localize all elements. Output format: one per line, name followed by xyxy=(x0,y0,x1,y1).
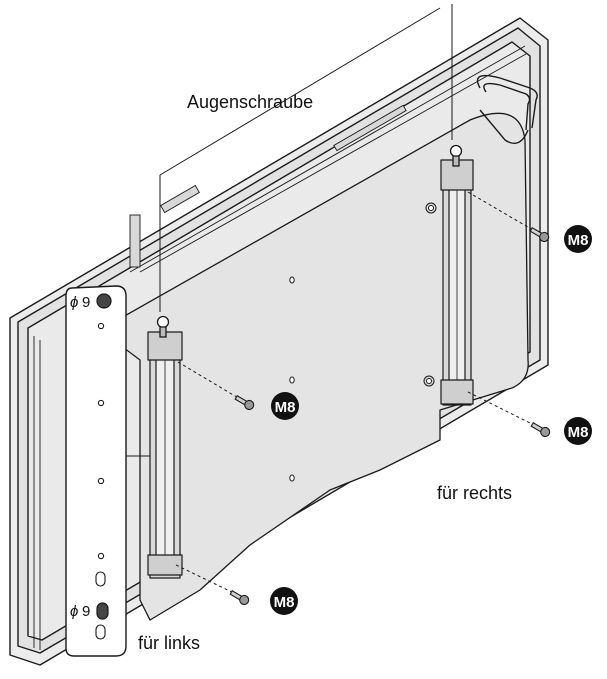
hole-9mm-bottom xyxy=(96,602,109,620)
bracket-detail xyxy=(65,285,127,657)
m8-label-1: M8 xyxy=(275,399,296,416)
diameter-symbol-top: ϕ xyxy=(70,294,78,311)
eye-bolt-leaders xyxy=(159,4,453,312)
label-right: für rechts xyxy=(437,483,512,503)
m8-label-3: M8 xyxy=(568,232,589,249)
screw-1 xyxy=(234,395,255,411)
m8-callout-1: M8 xyxy=(271,392,299,420)
m8-callout-2: M8 xyxy=(270,587,298,615)
bracket-detail-holes xyxy=(95,322,106,640)
m8-label-2: M8 xyxy=(274,594,295,611)
label-left: für links xyxy=(138,633,200,653)
m8-callout-3: M8 xyxy=(564,225,592,253)
diameter-symbol-bottom: ϕ xyxy=(70,603,78,620)
back-panel xyxy=(99,112,529,621)
screw-dashed-lines xyxy=(175,191,541,597)
m8-callout-4: M8 xyxy=(564,417,592,445)
panel-holes xyxy=(289,202,437,482)
screw-4 xyxy=(530,422,551,438)
diameter-value-bottom: 9 xyxy=(82,603,90,620)
diameter-value-top: 9 xyxy=(82,294,90,311)
eye-bolt-right xyxy=(449,144,463,167)
bracket-right xyxy=(440,159,474,406)
screw-2 xyxy=(229,590,250,606)
frame-bevel-lines xyxy=(33,45,527,650)
cable xyxy=(476,74,538,144)
eye-bolt-left xyxy=(156,315,170,338)
bracket-left xyxy=(147,331,183,579)
screw-3 xyxy=(529,227,550,243)
m8-label-4: M8 xyxy=(568,424,589,441)
hole-9mm-top xyxy=(96,293,112,309)
screws xyxy=(229,227,551,606)
label-eye-bolt: Augenschraube xyxy=(187,92,313,112)
